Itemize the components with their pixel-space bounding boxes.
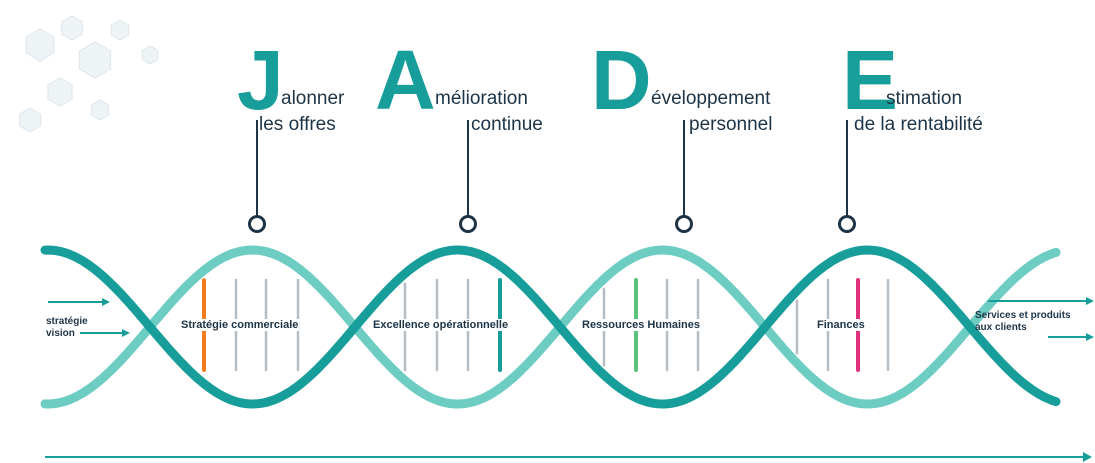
domain-label-excellence: Excellence opérationnelle <box>372 319 510 331</box>
timeline-arrow <box>45 452 1092 462</box>
hexagon-shape <box>47 77 73 107</box>
pillar-line1: alonner <box>281 88 345 109</box>
pillar-line1: éveloppement <box>651 88 771 109</box>
hexagon-shape <box>141 45 159 65</box>
pillar-line1: stimation <box>886 88 963 109</box>
hexagon-shape <box>19 107 41 133</box>
pillar-line1: mélioration <box>435 88 528 109</box>
pillar-stem <box>256 120 258 216</box>
pillar-line2: continue <box>471 114 543 135</box>
hexagon-shape <box>90 99 110 121</box>
pillar-stem <box>467 120 469 216</box>
pillar-stem <box>846 120 848 216</box>
pillar-knob <box>248 215 266 233</box>
domain-label-strategie: Stratégie commerciale <box>180 319 300 331</box>
domain-label-rh: Ressources Humaines <box>581 319 701 331</box>
pillar-knob <box>459 215 477 233</box>
hexagon-shape <box>110 19 130 41</box>
hexagon-decoration <box>19 15 159 133</box>
pillar-knob <box>675 215 693 233</box>
hexagon-shape <box>25 28 55 62</box>
dna-strand-light <box>40 245 1061 409</box>
domain-label-finances: Finances <box>816 319 866 331</box>
outputs-label: Services et produits aux clients <box>975 310 1071 334</box>
pillar-line2: de la rentabilité <box>854 114 983 135</box>
outputs-line2: aux clients <box>975 322 1027 333</box>
pillar-letter: D <box>591 33 652 127</box>
inputs-label: stratégie vision <box>46 316 88 340</box>
dna-strand-dark <box>40 245 1061 409</box>
hexagon-shape <box>78 41 112 79</box>
pillar-letter: E <box>842 33 899 127</box>
outputs-line1: Services et produits <box>975 310 1071 321</box>
output-arrows <box>988 297 1094 341</box>
inputs-line1: stratégie <box>46 316 88 327</box>
inputs-line2: vision <box>46 328 75 339</box>
pillar-line2: les offres <box>259 114 336 135</box>
pillar-stem <box>683 120 685 216</box>
pillar-knob <box>838 215 856 233</box>
input-arrows <box>48 298 130 337</box>
pillar-letter: A <box>375 33 436 127</box>
pillar-letter: J <box>237 33 284 127</box>
hexagon-shape <box>61 15 83 41</box>
pillar-line2: personnel <box>689 114 773 135</box>
